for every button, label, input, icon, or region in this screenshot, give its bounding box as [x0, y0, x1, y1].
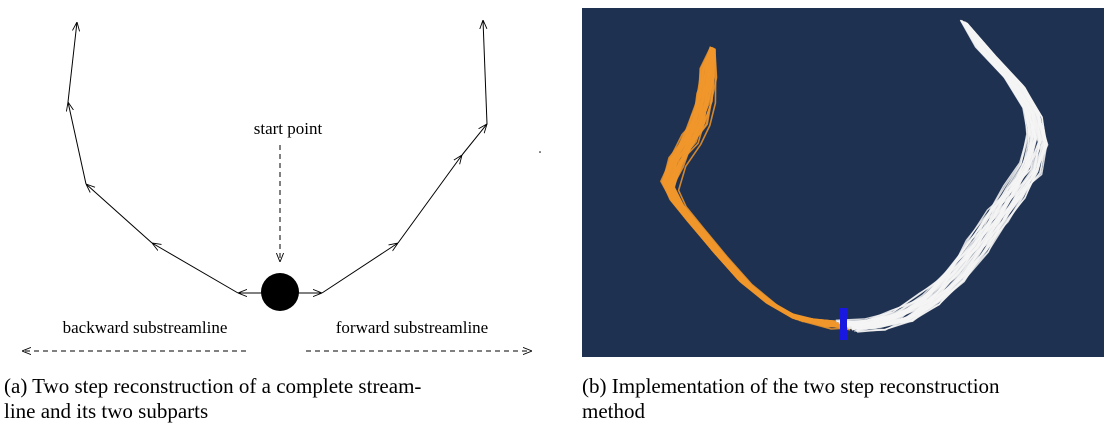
fiber-rendering	[582, 8, 1104, 357]
start-point-marker	[261, 273, 299, 311]
forward-streamline	[298, 20, 487, 293]
fiber-streamline	[663, 46, 838, 324]
backward-label: backward substreamline	[63, 318, 228, 337]
fiber-streamline	[851, 22, 1041, 330]
fiber-streamline	[851, 23, 1048, 328]
forward-label: forward substreamline	[336, 318, 488, 337]
caption-b-line-2: method	[582, 399, 645, 423]
backward-fiber-bundle	[660, 46, 851, 331]
start-point-label: start point	[254, 119, 323, 138]
caption-b-line-1: (b) Implementation of the two step recon…	[582, 374, 1000, 398]
streamline-schematic: start point backward substreamline forwa…	[22, 0, 541, 370]
stray-dot	[539, 151, 541, 153]
caption-a-line-1: (a) Two step reconstruction of a complet…	[4, 374, 422, 398]
fiber-streamline	[836, 19, 1029, 322]
forward-fiber-bundle	[835, 19, 1049, 333]
seed-region-marker	[840, 308, 847, 340]
fiber-streamline	[842, 21, 1036, 326]
backward-streamline	[68, 22, 262, 293]
caption-a-line-2: line and its two subparts	[4, 399, 209, 423]
fiber-streamline	[666, 47, 842, 327]
caption-b: (b) Implementation of the two step recon…	[582, 374, 1110, 424]
caption-a: (a) Two step reconstruction of a complet…	[4, 374, 552, 424]
